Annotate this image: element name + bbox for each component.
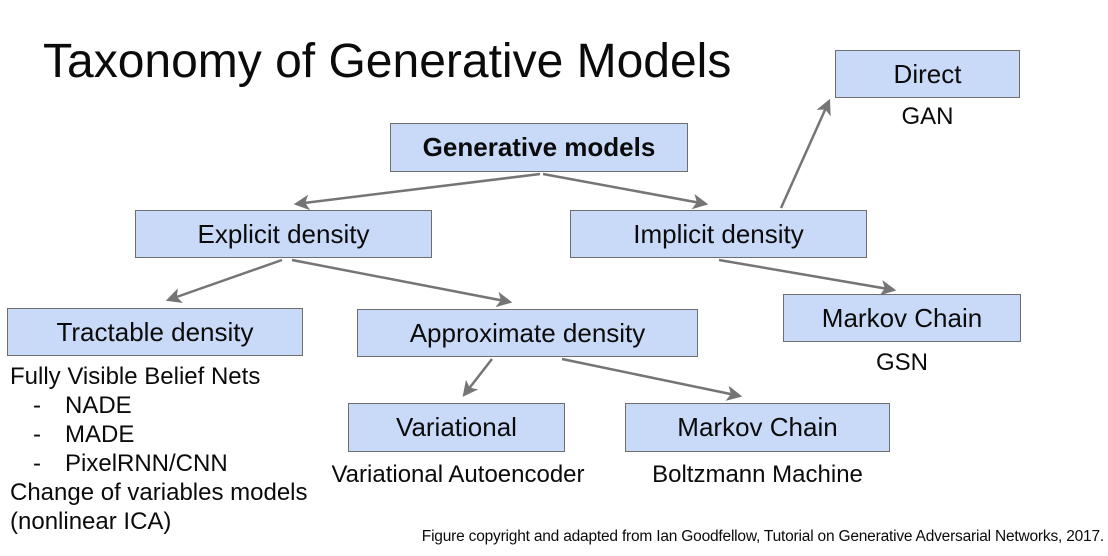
- bullet-dash: -: [33, 450, 41, 477]
- notes-item-pixelrnn-cnn: -PixelRNN/CNN: [10, 449, 308, 478]
- node-markov-chain-gsn: Markov Chain: [783, 294, 1021, 342]
- notes-line-change-of-variables: Change of variables models: [10, 479, 308, 506]
- caption-gan: GAN: [901, 103, 954, 130]
- notes-item-label: NADE: [65, 392, 132, 419]
- arrow-approximate-to-variational: [462, 358, 493, 397]
- arrow-approximate-to-markov-chain: [561, 357, 743, 401]
- notes-line-nonlinear-ica: (nonlinear ICA): [10, 508, 172, 535]
- notes-item-nade: -NADE: [10, 391, 308, 420]
- node-tractable-density: Tractable density: [7, 308, 303, 356]
- notes-heading: Fully Visible Belief Nets: [10, 363, 261, 390]
- slide-title: Taxonomy of Generative Models: [43, 35, 732, 88]
- notes-item-made: -MADE: [10, 420, 308, 449]
- node-generative-models: Generative models: [390, 123, 688, 172]
- arrow-generative-to-explicit: [293, 172, 541, 211]
- bullet-dash: -: [33, 421, 41, 448]
- caption-gsn: GSN: [875, 349, 928, 376]
- notes-item-label: PixelRNN/CNN: [65, 450, 228, 477]
- arrow-generative-to-implicit: [542, 172, 709, 210]
- figure-copyright: Figure copyright and adapted from Ian Go…: [421, 528, 1104, 545]
- arrow-implicit-to-direct: [779, 98, 831, 209]
- arrow-explicit-to-approximate: [291, 258, 513, 308]
- node-variational: Variational: [348, 403, 565, 452]
- node-direct: Direct: [835, 50, 1020, 98]
- caption-variational-autoencoder: Variational Autoencoder: [331, 461, 585, 488]
- notes-item-label: MADE: [65, 421, 135, 448]
- tractable-density-notes: Fully Visible Belief Nets -NADE -MADE -P…: [10, 362, 308, 536]
- bullet-dash: -: [33, 392, 41, 419]
- node-explicit-density: Explicit density: [135, 210, 432, 258]
- node-approximate-density: Approximate density: [357, 309, 698, 357]
- arrow-implicit-to-markov-chain: [718, 258, 897, 296]
- caption-boltzmann-machine: Boltzmann Machine: [652, 461, 863, 488]
- node-markov-chain-boltzmann: Markov Chain: [625, 403, 890, 452]
- arrow-explicit-to-tractable: [165, 258, 283, 303]
- node-implicit-density: Implicit density: [570, 210, 867, 258]
